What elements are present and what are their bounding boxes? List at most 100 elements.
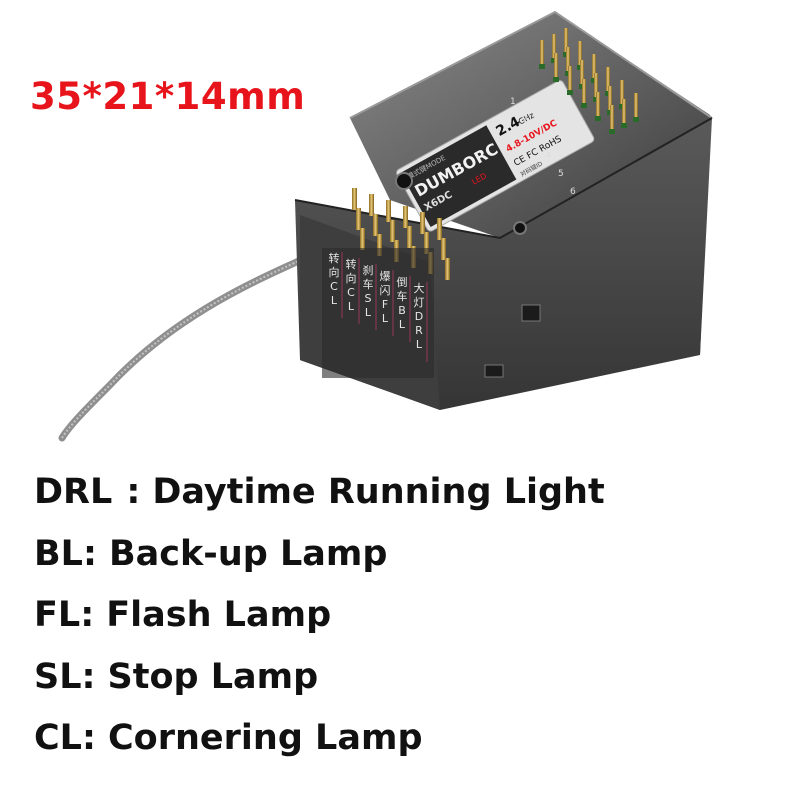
legend-separator: : bbox=[126, 472, 141, 512]
legend-text: Flash Lamp bbox=[106, 595, 332, 635]
channel-number: 6 bbox=[570, 187, 576, 197]
pin-base bbox=[581, 103, 587, 108]
lamp-column-char: 灯 bbox=[414, 296, 425, 309]
channel-number: 4 bbox=[546, 151, 552, 161]
lamp-column-char: L bbox=[348, 300, 355, 313]
header-pin bbox=[377, 234, 382, 256]
header-pin bbox=[606, 67, 610, 93]
header-pin bbox=[554, 53, 558, 79]
header-pin bbox=[578, 41, 582, 67]
header-pin bbox=[582, 79, 586, 105]
pin-base bbox=[633, 117, 639, 122]
header-pin bbox=[566, 47, 570, 73]
lamp-column-char: 向 bbox=[346, 271, 357, 285]
header-pin bbox=[437, 218, 442, 240]
header-pin bbox=[540, 40, 544, 66]
header-pin bbox=[596, 92, 600, 118]
receiver-label-sticker: 模式键MODE DUMBORC X6DC LED 2.4 GHz 4.8-10V… bbox=[396, 80, 595, 232]
channel-number: 3 bbox=[534, 133, 540, 143]
header-pin bbox=[594, 73, 598, 99]
lamp-column-char: L bbox=[416, 338, 423, 351]
channel-number: 2 bbox=[522, 115, 528, 125]
header-pin bbox=[360, 228, 365, 250]
header-pin bbox=[552, 34, 556, 60]
header-pin bbox=[352, 188, 357, 210]
legend-item: DRL: Daytime Running Light bbox=[34, 472, 605, 534]
lamp-column-char: 向 bbox=[329, 265, 340, 279]
channel-number: 1 bbox=[510, 97, 516, 107]
lamp-column-char: L bbox=[399, 318, 406, 331]
lamp-column-char: 刹 bbox=[363, 264, 374, 277]
legend-separator: : bbox=[82, 718, 96, 758]
lamp-column-char: C bbox=[330, 280, 338, 293]
legend-text: Daytime Running Light bbox=[152, 472, 605, 512]
header-pin bbox=[424, 232, 429, 254]
lamp-column-char: D bbox=[415, 310, 423, 323]
legend-item: SL:Stop Lamp bbox=[34, 657, 605, 719]
header-pin bbox=[386, 200, 391, 222]
header-pin bbox=[610, 105, 614, 131]
header-pin bbox=[407, 226, 412, 248]
mode-button bbox=[395, 172, 413, 190]
header-pin bbox=[441, 238, 446, 260]
lamp-column-char: L bbox=[365, 306, 372, 319]
bottom-connector bbox=[484, 364, 504, 378]
header-pin bbox=[592, 54, 596, 80]
lamp-column-char: 转 bbox=[329, 251, 340, 265]
lamp-column-char: S bbox=[365, 292, 372, 305]
side-connector bbox=[521, 304, 541, 322]
lamp-column-char: 转 bbox=[346, 257, 357, 271]
legend-text: Cornering Lamp bbox=[108, 718, 423, 758]
legend-abbr: BL bbox=[34, 533, 83, 574]
bind-button bbox=[513, 221, 527, 235]
header-pin bbox=[445, 258, 450, 280]
header-pin bbox=[564, 28, 568, 54]
pin-base bbox=[539, 64, 545, 69]
legend-item: BL: Back-up Lamp bbox=[34, 534, 605, 596]
lamp-column-char: L bbox=[331, 294, 338, 307]
channel-numbers: 1 2 3 4 5 6 bbox=[510, 97, 576, 197]
legend-abbr: CL bbox=[34, 718, 82, 758]
lamp-column-char: B bbox=[398, 304, 406, 317]
lamp-column-char: 车 bbox=[363, 277, 374, 291]
legend-abbr: DRL bbox=[34, 472, 113, 512]
pin-base bbox=[609, 129, 615, 134]
header-pin bbox=[373, 214, 378, 236]
lamp-column-char: C bbox=[347, 286, 355, 299]
header-pin bbox=[420, 212, 425, 234]
legend-separator: : bbox=[80, 595, 95, 635]
legend-text: Back-up Lamp bbox=[108, 533, 388, 574]
channel-pins bbox=[539, 28, 639, 134]
header-pin bbox=[369, 194, 374, 216]
lamp-column-char: L bbox=[382, 312, 389, 325]
header-pin bbox=[580, 60, 584, 86]
lamp-column-char: 倒 bbox=[397, 276, 408, 289]
legend-item: FL: Flash Lamp bbox=[34, 595, 605, 657]
lamp-column-char: 车 bbox=[397, 289, 408, 303]
legend-item: CL: Cornering Lamp bbox=[34, 718, 605, 780]
legend-abbr: FL bbox=[34, 595, 81, 635]
header-pin bbox=[390, 220, 395, 242]
lamp-column-char: 闪 bbox=[380, 283, 391, 297]
header-pin bbox=[622, 99, 626, 125]
pin-base bbox=[621, 123, 627, 128]
header-pin bbox=[608, 86, 612, 112]
legend-separator: : bbox=[81, 656, 96, 697]
pin-base bbox=[567, 90, 573, 95]
lamp-legend: DRL: Daytime Running Light BL: Back-up Lam… bbox=[34, 472, 605, 780]
pin-base bbox=[595, 116, 601, 121]
lamp-column-char: 爆 bbox=[380, 269, 391, 283]
pin-base bbox=[553, 77, 559, 82]
channel-number: 5 bbox=[558, 169, 564, 179]
header-pin bbox=[568, 66, 572, 92]
lamp-column-char: R bbox=[415, 324, 423, 337]
header-pin bbox=[620, 80, 624, 106]
legend-separator: : bbox=[82, 533, 97, 574]
